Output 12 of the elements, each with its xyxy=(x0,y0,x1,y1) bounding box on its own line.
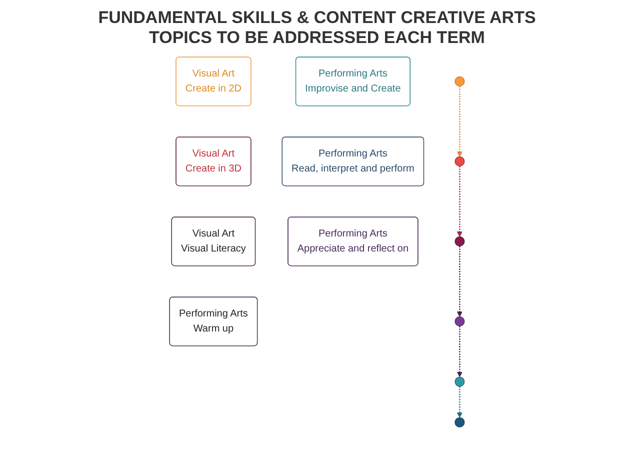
node-circle xyxy=(454,376,465,387)
node-circle xyxy=(454,417,465,428)
arrow xyxy=(456,386,462,418)
arrow xyxy=(456,326,462,378)
node-circle xyxy=(454,316,465,326)
node-circle xyxy=(454,156,465,166)
diagram-title: FUNDAMENTAL SKILLS & CONTENT CREATIVE ARTS TOPICS TO BE ADDRESSED EACH TERM xyxy=(97,8,537,48)
arrow xyxy=(456,246,462,317)
node-circle xyxy=(454,236,465,246)
node-circle xyxy=(454,76,465,86)
arrow xyxy=(456,166,462,237)
arrow xyxy=(456,86,462,157)
